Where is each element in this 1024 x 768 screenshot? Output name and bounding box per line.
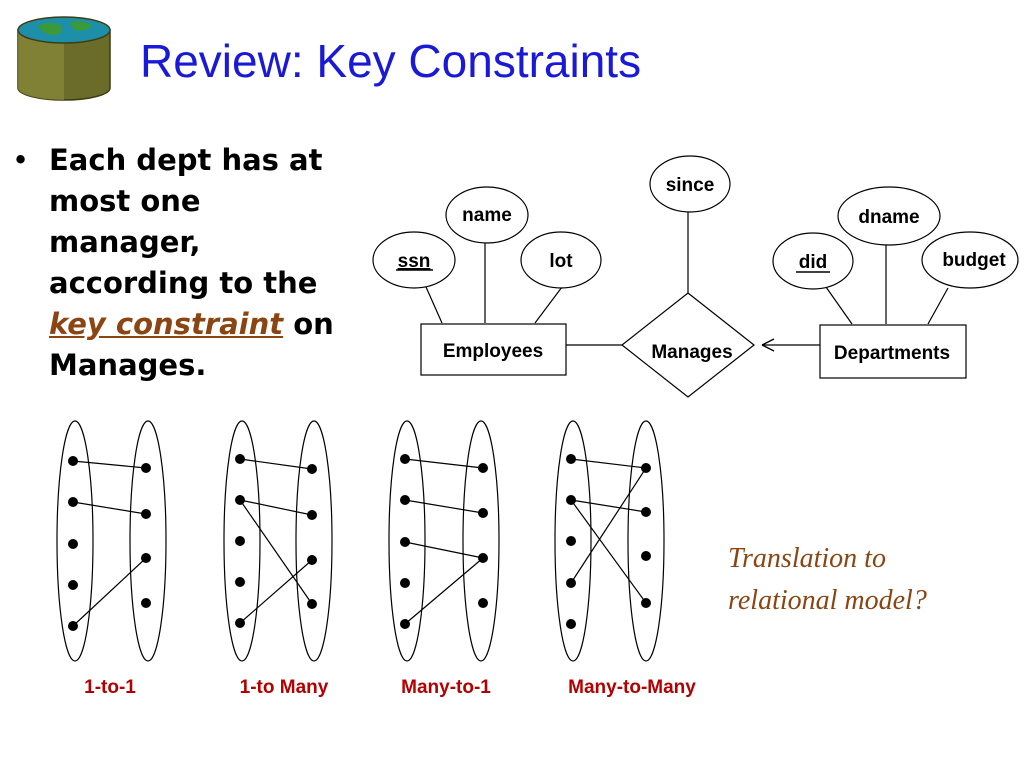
- bullet-dot: •: [12, 143, 30, 177]
- bullet-line-4: according to the: [49, 266, 318, 300]
- arrow-head: [761, 338, 775, 352]
- mapping-one-to-one: [56, 420, 167, 662]
- bullet-line-1: Each dept has at: [49, 143, 323, 177]
- mapping-one-to-many: [223, 420, 333, 662]
- entity-departments-label: Departments: [834, 343, 950, 364]
- mapping-label-one-to-many: 1-to Many: [240, 677, 329, 698]
- entity-employees: Employees: [420, 323, 567, 376]
- attribute-since-label: since: [666, 175, 715, 196]
- mapping-label-many-to-many: Many-to-Many: [568, 677, 696, 698]
- bullet-text: Each dept has at most one manager, accor…: [49, 140, 369, 386]
- attribute-budget-label: budget: [942, 250, 1006, 271]
- attribute-dname: dname: [837, 186, 941, 246]
- attribute-dname-label: dname: [858, 207, 919, 228]
- attribute-since: since: [649, 155, 731, 213]
- bullet-line-5: key constraint on: [49, 304, 369, 345]
- attribute-did-label: did: [799, 252, 828, 273]
- slide-title: Review: Key Constraints: [140, 35, 642, 87]
- relationship-manages-label: Manages: [651, 342, 732, 363]
- database-globe-icon: [17, 16, 111, 101]
- translation-note-line-2: relational model?: [728, 585, 927, 616]
- er-connectors: [425, 211, 949, 346]
- attribute-did: did: [772, 232, 854, 290]
- mapping-many-to-many: [554, 420, 665, 662]
- translation-note: Translation to relational model?: [728, 538, 927, 622]
- attribute-name: name: [445, 186, 529, 244]
- attribute-name-label: name: [462, 205, 512, 226]
- attribute-lot: lot: [520, 231, 602, 289]
- entity-employees-label: Employees: [443, 341, 543, 362]
- bullet-line-3: manager,: [49, 225, 201, 259]
- attribute-ssn: ssn: [372, 231, 456, 289]
- mapping-many-to-one: [388, 420, 500, 662]
- mapping-label-many-to-one: Many-to-1: [401, 677, 491, 698]
- attribute-budget: budget: [921, 231, 1019, 289]
- mapping-label-one-to-one: 1-to-1: [84, 677, 136, 698]
- attribute-lot-label: lot: [549, 251, 573, 272]
- entity-departments: Departments: [819, 324, 967, 379]
- key-constraint-term: key constraint: [49, 307, 284, 341]
- bullet-line-2: most one: [49, 184, 201, 218]
- attribute-ssn-label: ssn: [398, 251, 431, 272]
- translation-note-line-1: Translation to: [728, 543, 886, 574]
- bullet-line-6: Manages.: [49, 348, 207, 382]
- relationship-manages: Manages: [621, 292, 755, 398]
- bullet-on-word: on: [293, 307, 334, 341]
